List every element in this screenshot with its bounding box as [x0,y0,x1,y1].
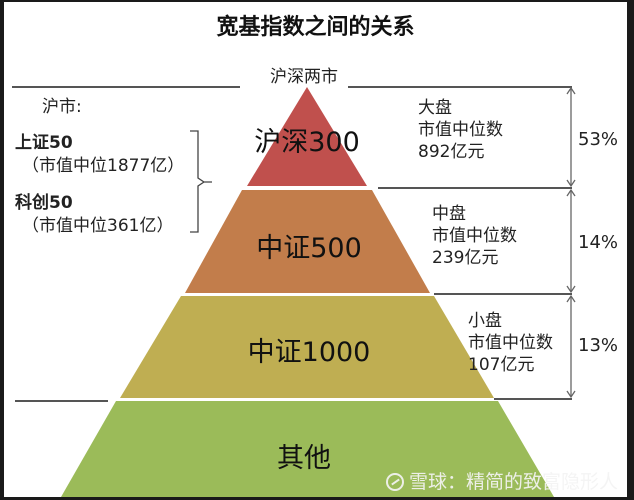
guide-line-small-other-right [494,398,572,400]
layer-label-other: 其他 [277,443,331,474]
right-item-mid: 中盘 市值中位数 239亿元 [432,203,517,269]
percent-small: 13% [578,335,619,356]
right-item-small: 小盘 市值中位数 107亿元 [468,310,553,376]
left-item-sz50-detail: （市值中位1877亿） [22,156,185,176]
left-item-sz50-name: 上证50 [15,133,73,153]
right-item-mid-size: 中盘 [432,204,466,224]
diagram-title: 宽基指数之间的关系 [216,15,415,40]
pyramid-layer-zz1000 [120,296,494,398]
right-item-small-size: 小盘 [468,311,502,331]
left-panel-heading: 沪市: [42,97,82,117]
layer-label-hs300: 沪深300 [254,127,360,158]
brace-icon [190,130,212,233]
left-item-kc50-detail: （市值中位361亿） [22,216,174,236]
percent-large: 53% [578,129,619,150]
diagram-canvas: 宽基指数之间的关系 沪深两市 沪深300 中证500 中证1000 其他 沪市 [4,2,627,497]
pyramid-layer-other [61,401,554,497]
left-item-kc50-name: 科创50 [15,193,73,213]
pyramid-chart [61,86,576,497]
guide-line-top-right [348,86,572,88]
xueqiu-logo-icon [386,473,404,491]
right-item-small-value: 107亿元 [468,355,535,375]
top-label: 沪深两市 [270,67,338,87]
right-item-large: 大盘 市值中位数 892亿元 [418,97,503,163]
watermark-text: 雪球：精简的致富隐形人 [409,471,619,493]
guide-line-mid-small [434,293,572,295]
pyramid-layer-hs300 [247,87,367,186]
right-item-large-value: 892亿元 [418,142,485,162]
guide-line-top-left [12,86,240,88]
guide-line-small-other-left [15,400,108,402]
pyramid-layer-zz500 [185,190,430,293]
layer-label-zz1000: 中证1000 [247,337,371,368]
right-item-mid-value: 239亿元 [432,248,499,268]
dimension-arrows [566,86,576,399]
guide-line-large-mid [378,187,572,189]
right-item-large-metric: 市值中位数 [418,120,503,140]
layer-label-zz500: 中证500 [256,233,362,264]
watermark: 雪球：精简的致富隐形人 [386,467,618,494]
right-item-mid-metric: 市值中位数 [432,226,517,246]
right-item-large-size: 大盘 [418,98,452,118]
percent-mid: 14% [578,232,619,253]
right-item-small-metric: 市值中位数 [468,333,553,353]
